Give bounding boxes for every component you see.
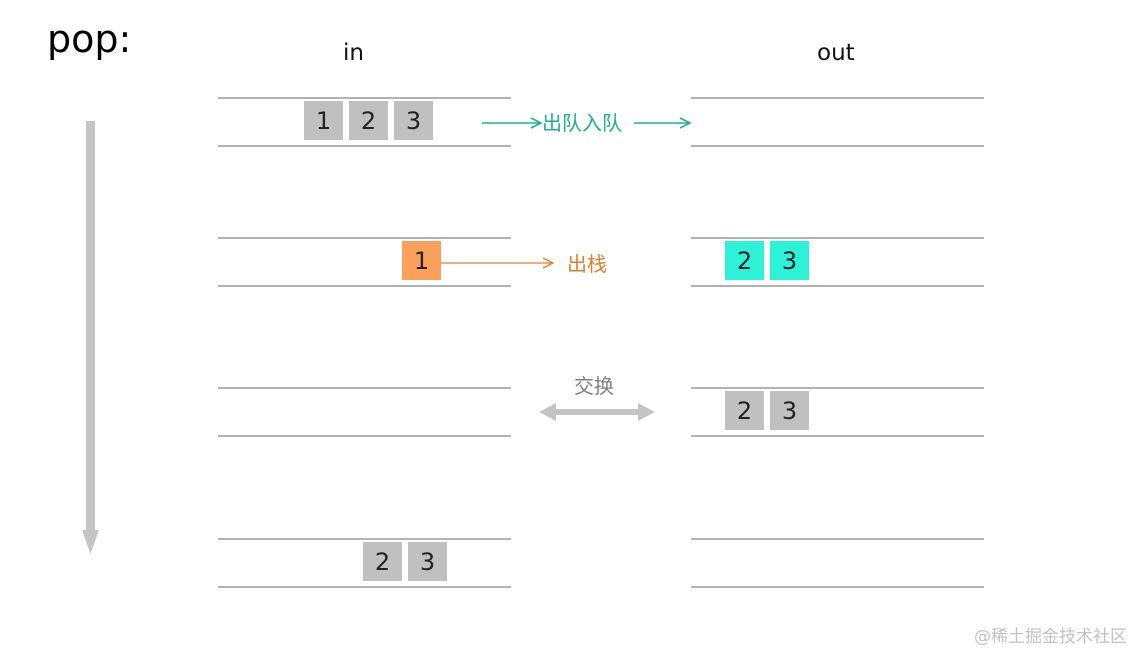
out-stack-cell: 2 (725, 241, 764, 280)
watermark: @稀土掘金技术社区 (974, 627, 1127, 647)
in-stack-cell: 2 (363, 542, 402, 581)
out-stack-bottom-line (691, 285, 984, 287)
swap-arrow-left-head (539, 403, 556, 421)
time-arrow-head (82, 530, 99, 554)
in-stack-cell: 3 (394, 101, 433, 140)
out-stack-cell: 3 (770, 241, 809, 280)
in-stack-cell: 1 (402, 241, 441, 280)
in-stack-top-line (218, 538, 511, 540)
out-stack-bottom-line (691, 145, 984, 147)
in-stack-bottom-line (218, 285, 511, 287)
out-stack-cell: 2 (725, 391, 764, 430)
out-stack-top-line (691, 538, 984, 540)
in-stack-bottom-line (218, 586, 511, 588)
out-stack-top-line (691, 387, 984, 389)
out-stack-bottom-line (691, 435, 984, 437)
swap-label: 交换 (574, 374, 614, 398)
in-stack-cell: 3 (408, 542, 447, 581)
page-title: pop: (47, 17, 132, 61)
in-stack-top-line (218, 97, 511, 99)
in-stack-bottom-line (218, 145, 511, 147)
in-stack-top-line (218, 387, 511, 389)
transfer-label: 出队入队 (542, 111, 622, 135)
in-stack-bottom-line (218, 435, 511, 437)
time-arrow-shaft (86, 121, 95, 533)
out-stack-top-line (691, 97, 984, 99)
out-stack-cell: 3 (770, 391, 809, 430)
pop-label: 出栈 (567, 252, 607, 276)
swap-arrow-shaft (552, 409, 644, 415)
in-stack-top-line (218, 237, 511, 239)
out-column-label: out (817, 40, 855, 66)
out-stack-top-line (691, 237, 984, 239)
in-stack-cell: 1 (304, 101, 343, 140)
out-stack-bottom-line (691, 586, 984, 588)
swap-arrow-right-head (638, 403, 655, 421)
in-column-label: in (343, 40, 364, 66)
in-stack-cell: 2 (349, 101, 388, 140)
